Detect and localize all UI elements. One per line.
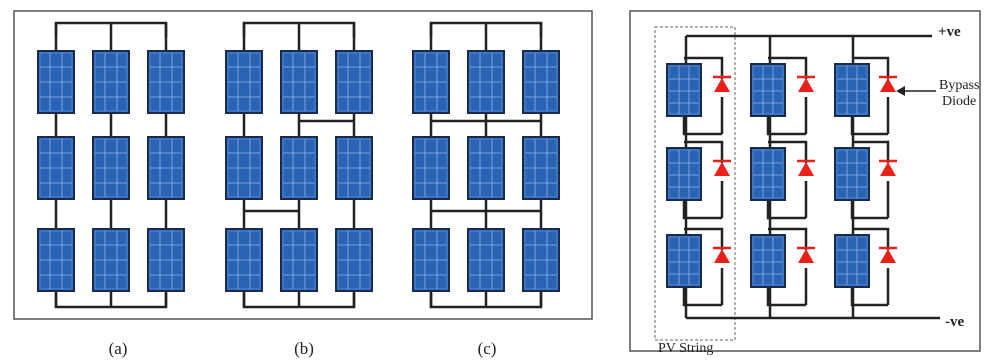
bypass-diode-icon: [711, 246, 733, 265]
wire: [852, 227, 890, 250]
bypass-diode-icon: [877, 246, 899, 265]
pv-module-icon: [147, 50, 185, 114]
pv-module-icon: [522, 228, 560, 292]
wire: [766, 287, 806, 307]
pv-module-icon: [280, 228, 318, 292]
wire: [766, 200, 806, 220]
pv-module-icon: [225, 228, 263, 292]
pv-module-icon: [92, 228, 130, 292]
bypass-diode-icon: [795, 159, 817, 178]
pv-string-box: [654, 26, 736, 341]
bypass-diode-icon: [877, 159, 899, 178]
wire: [766, 116, 806, 136]
string-modules: [666, 63, 870, 288]
pv-module-icon: [666, 147, 702, 201]
pv-module-icon: [280, 136, 318, 200]
wire: [768, 56, 808, 79]
bypass-diode-icon: [877, 75, 899, 94]
pv-module-icon: [37, 136, 75, 200]
bypass-diode-string-panel: +ve -ve Bypass Diode PV String: [629, 10, 981, 356]
pv-module-icon: [834, 234, 870, 288]
pv-string-label: PV String: [658, 341, 713, 356]
pv-module-icon: [335, 136, 373, 200]
wire: [682, 116, 722, 136]
left-frame: [13, 10, 593, 320]
pv-module-icon: [92, 136, 130, 200]
wire: [682, 200, 722, 220]
pv-module-icon: [147, 228, 185, 292]
right-frame: [629, 10, 981, 352]
pv-module-icon: [522, 136, 560, 200]
bypass-diode-label-line2: Diode: [942, 94, 976, 109]
pv-module-icon: [280, 50, 318, 114]
caption-b: (b): [294, 339, 314, 358]
pv-module-icon: [666, 63, 702, 117]
wire: [852, 140, 890, 163]
bypass-diode-icon: [795, 75, 817, 94]
pv-module-icon: [750, 234, 786, 288]
wire: [768, 227, 808, 250]
pv-module-icon: [37, 50, 75, 114]
bypass-pointer-arrowhead: [896, 86, 905, 96]
wire: [852, 56, 890, 79]
pv-module-icon: [92, 50, 130, 114]
wire: [684, 140, 724, 163]
wire: [682, 287, 722, 307]
pv-module-icon: [412, 228, 450, 292]
wire: [768, 140, 808, 163]
pv-module-icon: [666, 234, 702, 288]
pos-terminal-label: +ve: [938, 24, 961, 40]
pv-module-icon: [467, 136, 505, 200]
wire: [850, 200, 888, 220]
pv-module-icon: [225, 50, 263, 114]
pv-module-icon: [412, 50, 450, 114]
bypass-diode-icon: [795, 246, 817, 265]
wire: [850, 116, 888, 136]
caption-c: (c): [478, 339, 497, 358]
pv-module-icon: [522, 50, 560, 114]
wire: [684, 56, 724, 79]
string-wiring: [682, 34, 940, 320]
pv-module-icon: [834, 147, 870, 201]
neg-terminal-label: -ve: [945, 314, 964, 330]
pv-module-icon: [225, 136, 263, 200]
bypass-diode-label-line1: Bypass: [939, 78, 979, 93]
bypass-diode-icon: [711, 75, 733, 94]
pv-module-icon: [467, 228, 505, 292]
pv-modules: [37, 50, 560, 292]
pv-module-icon: [834, 63, 870, 117]
wire: [684, 227, 724, 250]
pv-module-icon: [147, 136, 185, 200]
pv-module-icon: [412, 136, 450, 200]
pv-module-icon: [335, 228, 373, 292]
wire: [850, 287, 888, 307]
pv-module-icon: [467, 50, 505, 114]
pv-module-icon: [37, 228, 75, 292]
caption-a: (a): [109, 339, 128, 358]
array-configurations-panel: [13, 10, 593, 320]
bypass-diode-icon: [711, 159, 733, 178]
pv-module-icon: [750, 147, 786, 201]
pv-module-icon: [750, 63, 786, 117]
pv-module-icon: [335, 50, 373, 114]
